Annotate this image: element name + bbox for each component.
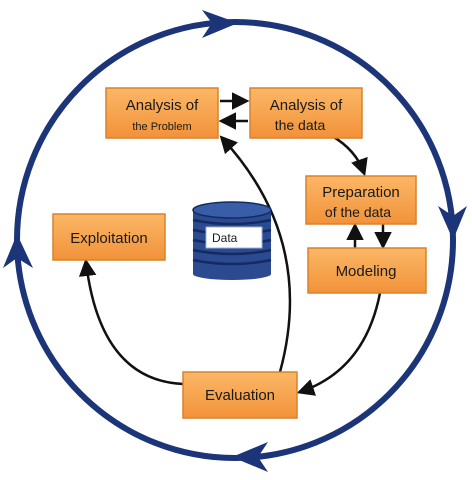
box-exploitation-label: Exploitation bbox=[70, 230, 148, 247]
box-analysis-problem-line2: the Problem bbox=[132, 121, 191, 133]
arrow-data-to-preparation bbox=[331, 134, 368, 177]
flow-arrows bbox=[78, 92, 392, 396]
database-label-box bbox=[205, 226, 263, 249]
cycle-arrowhead-left bbox=[3, 234, 33, 268]
box-modeling-label: Modeling bbox=[336, 263, 397, 280]
box-analysis-data-line1: Analysis of bbox=[270, 97, 343, 114]
box-preparation-line2: of the data bbox=[325, 204, 391, 220]
database-label: Data bbox=[212, 231, 238, 245]
box-evaluation: Evaluation bbox=[182, 371, 298, 419]
arrow-modeling-to-evaluation bbox=[296, 292, 382, 396]
box-analysis-data-line2: the data bbox=[275, 117, 326, 133]
database-icon: Data bbox=[192, 201, 272, 280]
box-modeling: Modeling bbox=[307, 247, 427, 294]
box-preparation: Preparation of the data bbox=[305, 175, 417, 225]
arrow-evaluation-to-problem bbox=[219, 135, 292, 373]
arrow-evaluation-to-exploitation bbox=[78, 258, 184, 386]
box-analysis-data: Analysis of the data bbox=[249, 87, 363, 139]
cycle-arrowhead-bottom bbox=[232, 442, 268, 472]
cycle-arrowhead-right bbox=[438, 206, 467, 240]
box-analysis-problem: Analysis of the Problem bbox=[105, 87, 219, 139]
box-analysis-problem-line1: Analysis of bbox=[126, 97, 199, 114]
box-evaluation-label: Evaluation bbox=[205, 387, 275, 404]
box-preparation-line1: Preparation bbox=[322, 184, 400, 201]
box-exploitation: Exploitation bbox=[52, 213, 166, 261]
outer-cycle bbox=[3, 10, 467, 472]
cycle-arrowhead-top bbox=[202, 10, 238, 38]
